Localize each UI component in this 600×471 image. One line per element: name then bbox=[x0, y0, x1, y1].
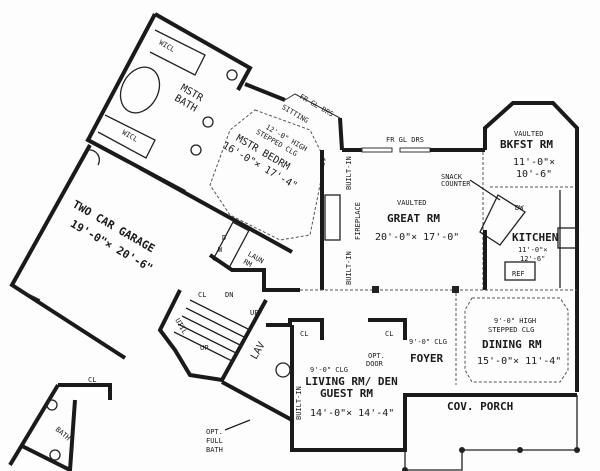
laun-label-2: RM bbox=[242, 258, 253, 269]
foyer-name: FOYER bbox=[410, 352, 443, 365]
dining-size: 15'-0"× 11'-4" bbox=[477, 356, 561, 367]
stair-up-label-2: UP bbox=[200, 344, 208, 352]
opt-full-bath-2: FULL bbox=[206, 437, 223, 445]
dw-label: DW bbox=[515, 204, 524, 212]
kitchen-size-1: 11'-0"× bbox=[518, 246, 548, 254]
living-name-2: GUEST RM bbox=[320, 387, 373, 400]
inset-cl-label: CL bbox=[88, 376, 96, 384]
lav-label: LAV bbox=[249, 340, 268, 361]
master-suite-walls bbox=[85, 12, 344, 254]
stair-dn-label: DN bbox=[225, 291, 233, 299]
living-name-1: LIVING RM/ DEN bbox=[305, 375, 398, 388]
bkfst-size-2: 10'-6" bbox=[516, 169, 552, 180]
bkfst-vaulted: VAULTED bbox=[514, 130, 544, 138]
built-in-living-label: BUILT-IN bbox=[295, 386, 303, 420]
dining-name: DINING RM bbox=[482, 338, 542, 351]
built-in-lower-label: BUILT-IN bbox=[345, 251, 353, 285]
bkfst-name: BKFST RM bbox=[500, 138, 553, 151]
dining-ceiling-1: 9'-0" HIGH bbox=[494, 317, 536, 325]
garage-walls bbox=[9, 144, 127, 360]
living-size: 14'-0"× 14'-4" bbox=[310, 408, 394, 419]
kitchen-size-2: 12'-6" bbox=[520, 255, 545, 263]
laundry-stairs-walls bbox=[157, 221, 300, 383]
fr-gl-drs-great-label: FR GL DRS bbox=[386, 136, 424, 144]
cl-stair-label: CL bbox=[198, 291, 206, 299]
front-walls bbox=[221, 318, 580, 471]
bkfst-size-1: 11'-0"× bbox=[513, 157, 555, 168]
main-walls bbox=[300, 101, 579, 397]
opt-full-bath-1: OPT. bbox=[206, 428, 223, 436]
wicl-top-label: WICL bbox=[158, 39, 177, 54]
ref-label: REF bbox=[512, 270, 525, 278]
great-rm-name: GREAT RM bbox=[387, 212, 440, 225]
inset-bath-walls bbox=[8, 383, 112, 471]
foyer-ceiling: 9'-0" CLG bbox=[409, 338, 447, 346]
stair-up-label-1: UP bbox=[250, 309, 258, 317]
cov-porch-label: COV. PORCH bbox=[447, 400, 513, 413]
cl-living-left: CL bbox=[300, 330, 308, 338]
living-ceiling: 9'-0" CLG bbox=[310, 366, 348, 374]
opt-door-1: OPT. bbox=[368, 352, 385, 360]
fireplace-label: FIREPLACE bbox=[354, 202, 362, 240]
kitchen-name: KITCHEN bbox=[512, 231, 558, 244]
great-rm-size: 20'-0"× 17'-0" bbox=[375, 232, 459, 243]
opt-full-bath-3: BATH bbox=[206, 446, 223, 454]
cl-living-right: CL bbox=[385, 330, 393, 338]
dining-ceiling-2: STEPPED CLG bbox=[488, 326, 534, 334]
inset-bath-label: BATH bbox=[54, 425, 72, 442]
opt-door-2: DOOR bbox=[366, 360, 384, 368]
great-rm-vaulted: VAULTED bbox=[397, 199, 427, 207]
pantry-d-label: D bbox=[222, 234, 226, 242]
snack-counter-2: COUNTER bbox=[441, 180, 471, 188]
pantry-w-label: W bbox=[218, 246, 223, 254]
snack-counter-1: SNACK bbox=[441, 173, 463, 181]
built-in-upper-label: BUILT-IN bbox=[345, 156, 353, 190]
